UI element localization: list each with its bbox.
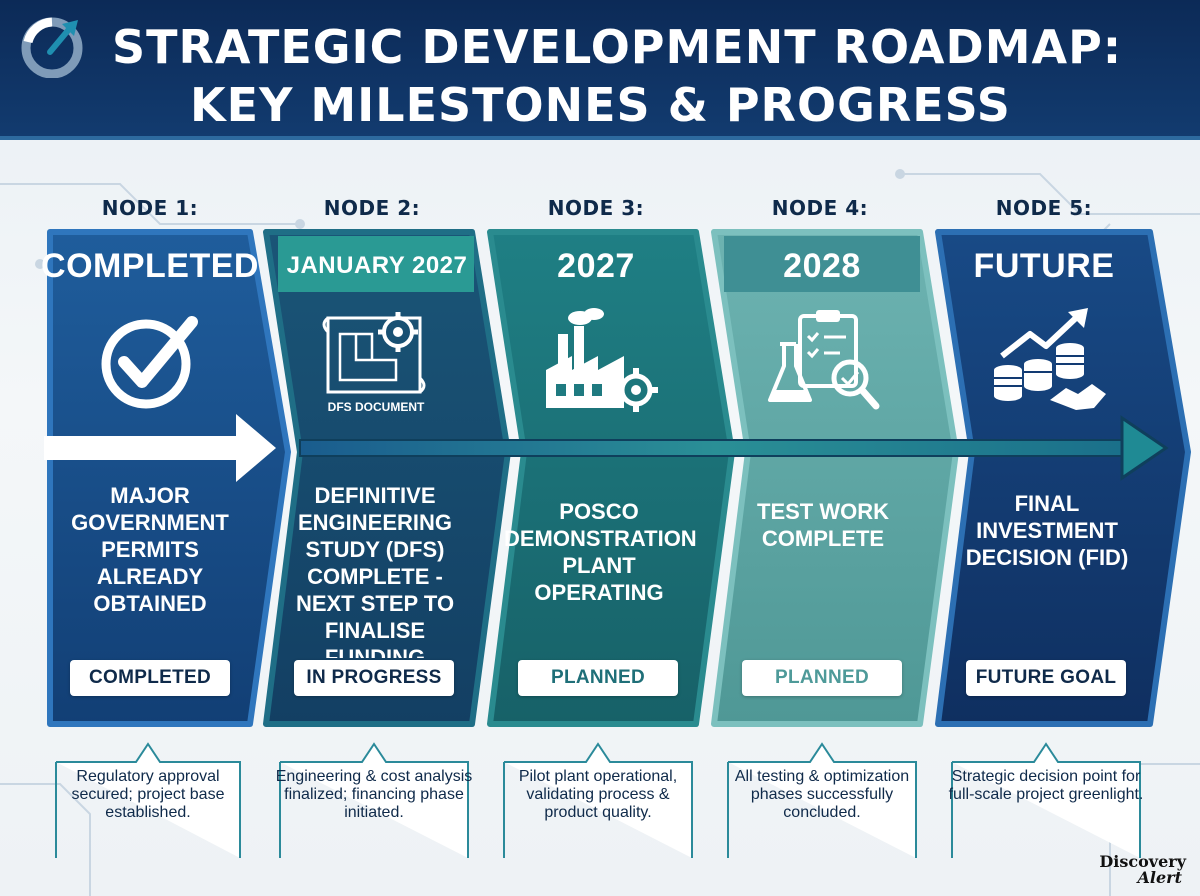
node-4-label: NODE 4: [771, 196, 869, 220]
start-arrow-head [236, 414, 276, 482]
node-2-note: Engineering & cost analysis finalized; f… [275, 768, 473, 821]
start-arrow-shaft [44, 436, 244, 460]
timeline-arrow-shaft [299, 439, 1131, 457]
note-1-box [56, 742, 241, 858]
title-line-1: STRATEGIC DEVELOPMENT ROADMAP: [112, 20, 1123, 74]
node-3-label: NODE 3: [547, 196, 645, 220]
clipboard-flask-icon [768, 310, 880, 410]
note-3-box [504, 742, 693, 858]
note-5-box [952, 742, 1141, 858]
note-4-box [728, 742, 917, 858]
node-2-description: DEFINITIVE ENGINEERING STUDY (DFS) COMPL… [295, 483, 455, 658]
node-2-label: NODE 2: [323, 196, 421, 220]
node-3-note: Pilot plant operational, validating proc… [518, 768, 678, 821]
node-1-note: Regulatory approval secured; project bas… [71, 768, 225, 821]
blueprint-gear-icon [322, 312, 426, 394]
brand-line-1: Discovery [1099, 852, 1186, 871]
node-4-note: All testing & optimization phases succes… [734, 768, 910, 821]
node-1-description: MAJOR GOVERNMENT PERMITS ALREADY OBTAINE… [71, 483, 229, 616]
note-2-box [280, 742, 469, 858]
brand-logo: Discovery Alert [1099, 854, 1186, 886]
node-5-description: FINAL INVESTMENT DECISION (FID) [965, 491, 1129, 570]
logo-icon [21, 17, 83, 78]
factory-gear-icon [546, 308, 658, 412]
node-4-description: TEST WORK COMPLETE [757, 499, 889, 551]
dfs-document-caption: DFS DOCUMENT [327, 400, 425, 414]
node-1-label: NODE 1: [101, 196, 199, 220]
page-title: STRATEGIC DEVELOPMENT ROADMAP: KEY MILES… [112, 18, 1192, 134]
node-5-status-badge: FUTURE GOAL [966, 660, 1126, 696]
growth-coins-handshake-icon [994, 308, 1106, 410]
node-3-description: POSCO DEMONSTRATION PLANT OPERATING [504, 499, 697, 605]
checkmark-circle-icon [101, 316, 198, 409]
node-1-status-badge: COMPLETED [70, 660, 230, 696]
title-line-2: KEY MILESTONES & PROGRESS [190, 78, 1011, 132]
node-1-header: COMPLETED [41, 247, 259, 285]
timeline-arrow-head [1120, 415, 1169, 481]
node-5-note: Strategic decision point for full-scale … [948, 768, 1144, 803]
node-2-header-band [278, 236, 474, 292]
node-3-status-badge: PLANNED [518, 660, 678, 696]
node-2-status-badge: IN PROGRESS [294, 660, 454, 696]
node-4-header-band [724, 236, 920, 292]
node-5-label: NODE 5: [995, 196, 1093, 220]
node-5-header: FUTURE [973, 247, 1115, 285]
node-2-header: JANUARY 2027 [286, 252, 468, 279]
brand-line-2: Alert [1137, 868, 1183, 887]
node-3-header: 2027 [557, 247, 635, 285]
node-4-status-badge: PLANNED [742, 660, 902, 696]
node-4-header: 2028 [783, 247, 861, 285]
header-bar: STRATEGIC DEVELOPMENT ROADMAP: KEY MILES… [0, 0, 1200, 140]
